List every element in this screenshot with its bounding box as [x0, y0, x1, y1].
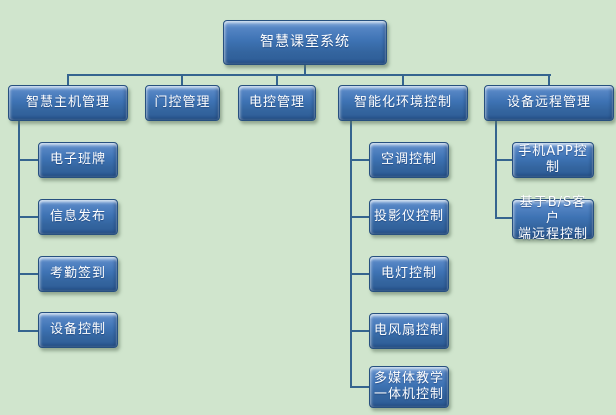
node-label: 智慧课室系统 [260, 33, 350, 50]
node-electric-fan-control: 电风扇控制 [369, 313, 449, 349]
node-label: 设备控制 [49, 321, 106, 337]
connector-branch-attendance [18, 273, 38, 275]
connector-branch-multimedia [350, 386, 369, 388]
node-device-control: 设备控制 [38, 312, 118, 348]
node-label: 智能化环境控制 [353, 94, 452, 110]
connector-branch-info-release [18, 216, 38, 218]
node-label: 电灯控制 [380, 265, 437, 281]
connector-trunk-smart-host [18, 120, 20, 332]
connector-trunk-environment [350, 120, 352, 388]
connector-root-stem [304, 64, 306, 75]
node-label: 信息发布 [49, 208, 106, 224]
node-electric-control-management: 电控管理 [238, 85, 316, 121]
connector-drop-remote-management [548, 74, 550, 86]
connector-drop-smart-host [67, 74, 69, 86]
connector-level2-bus [67, 74, 551, 76]
node-projector-control: 投影仪控制 [369, 199, 449, 235]
node-label: 考勤签到 [49, 265, 106, 281]
node-multimedia-all-in-one-control: 多媒体教学 一体机控制 [369, 366, 449, 408]
node-bs-client-remote-control: 基于B/S客户 端远程控制 [512, 195, 594, 242]
node-label: 多媒体教学 一体机控制 [373, 370, 444, 402]
node-air-conditioner-control: 空调控制 [369, 142, 449, 178]
connector-drop-electric-control [276, 74, 278, 86]
connector-branch-light [350, 273, 369, 275]
node-light-control: 电灯控制 [369, 256, 449, 292]
node-information-release: 信息发布 [38, 199, 118, 235]
connector-branch-device-control [18, 330, 38, 332]
node-label: 手机APP控制 [518, 143, 588, 175]
node-label: 电子班牌 [49, 151, 106, 167]
connector-drop-environment-control [402, 74, 404, 86]
node-mobile-app-control: 手机APP控制 [512, 142, 594, 178]
connector-branch-air-conditioner [350, 159, 369, 161]
node-label: 门控管理 [154, 94, 211, 110]
node-attendance-checkin: 考勤签到 [38, 256, 118, 292]
connector-drop-door-control [181, 74, 183, 86]
node-door-access-management: 门控管理 [145, 85, 220, 121]
connector-branch-projector [350, 216, 369, 218]
node-smart-classroom-system: 智慧课室系统 [223, 20, 387, 65]
node-device-remote-management: 设备远程管理 [484, 85, 614, 121]
node-label: 电风扇控制 [373, 322, 444, 338]
node-electronic-class-card: 电子班牌 [38, 142, 118, 178]
node-smart-host-management: 智慧主机管理 [8, 85, 128, 121]
node-label: 电控管理 [248, 94, 305, 110]
node-intelligent-environment-control: 智能化环境控制 [338, 85, 468, 121]
node-label: 空调控制 [380, 151, 437, 167]
connector-trunk-remote [495, 120, 497, 219]
connector-branch-mobile-app [495, 159, 512, 161]
node-label: 设备远程管理 [506, 94, 591, 110]
node-label: 基于B/S客户 端远程控制 [517, 194, 588, 243]
connector-branch-bs-client [495, 217, 512, 219]
connector-branch-fan [350, 330, 369, 332]
node-label: 投影仪控制 [373, 208, 444, 224]
node-label: 智慧主机管理 [25, 94, 110, 110]
connector-branch-class-card [18, 159, 38, 161]
